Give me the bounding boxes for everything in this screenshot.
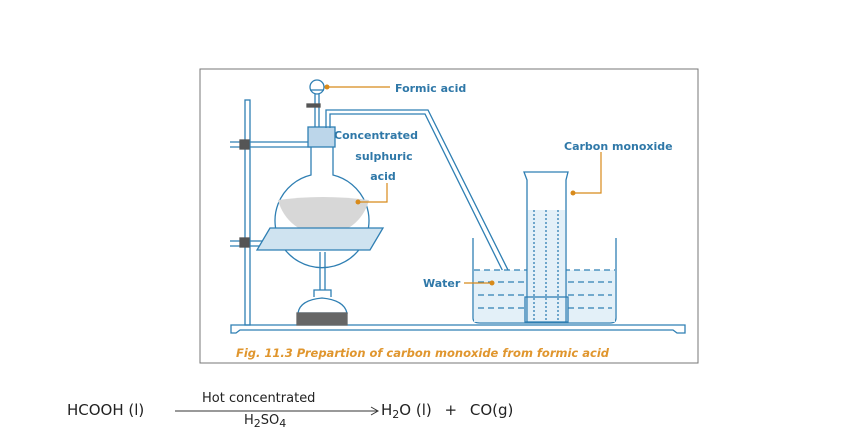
figure-caption: Fig. 11.3 Prepartion of carbon monoxide … — [236, 346, 610, 360]
reaction-arrow — [175, 406, 380, 416]
label-water: Water — [423, 277, 461, 290]
subscript-2: 2 — [392, 408, 400, 421]
label-carbon-monoxide: Carbon monoxide — [564, 140, 673, 153]
subscript-2: 2 — [253, 417, 261, 430]
wire-gauze — [255, 227, 385, 251]
stand-rod — [244, 99, 251, 326]
label-sulphuric: sulphuric — [355, 150, 412, 163]
reaction-condition-top: Hot concentrated — [202, 391, 316, 406]
round-bottom-flask — [274, 147, 370, 269]
callout-carbon-monoxide — [573, 152, 602, 194]
base-plate — [230, 324, 686, 334]
delivery-tube — [325, 109, 529, 313]
label-concentrated: Concentrated — [334, 129, 418, 142]
h-symbol: H — [381, 401, 393, 419]
plus-sign: + — [444, 401, 458, 419]
bunsen-burner — [296, 252, 348, 326]
subscript-4: 4 — [279, 417, 287, 430]
reaction-condition-bottom: H2SO4 — [244, 413, 286, 430]
clamp-upper — [230, 139, 310, 150]
label-formic-acid: Formic acid — [395, 82, 466, 95]
gas-jar — [523, 171, 569, 323]
h-symbol: H — [244, 413, 254, 428]
label-acid: acid — [370, 170, 396, 183]
callout-sulphuric-acid — [358, 183, 388, 203]
cork-stopper — [307, 126, 336, 148]
dropping-funnel — [306, 79, 325, 128]
product-carbon-monoxide: CO(g) — [469, 401, 514, 419]
so-symbol: SO — [260, 413, 280, 428]
product-water: H2O (l) — [381, 401, 432, 421]
o-liquid: O (l) — [399, 401, 432, 419]
reactant: HCOOH (l) — [67, 401, 145, 419]
products: H2O (l) + CO(g) — [381, 401, 513, 421]
